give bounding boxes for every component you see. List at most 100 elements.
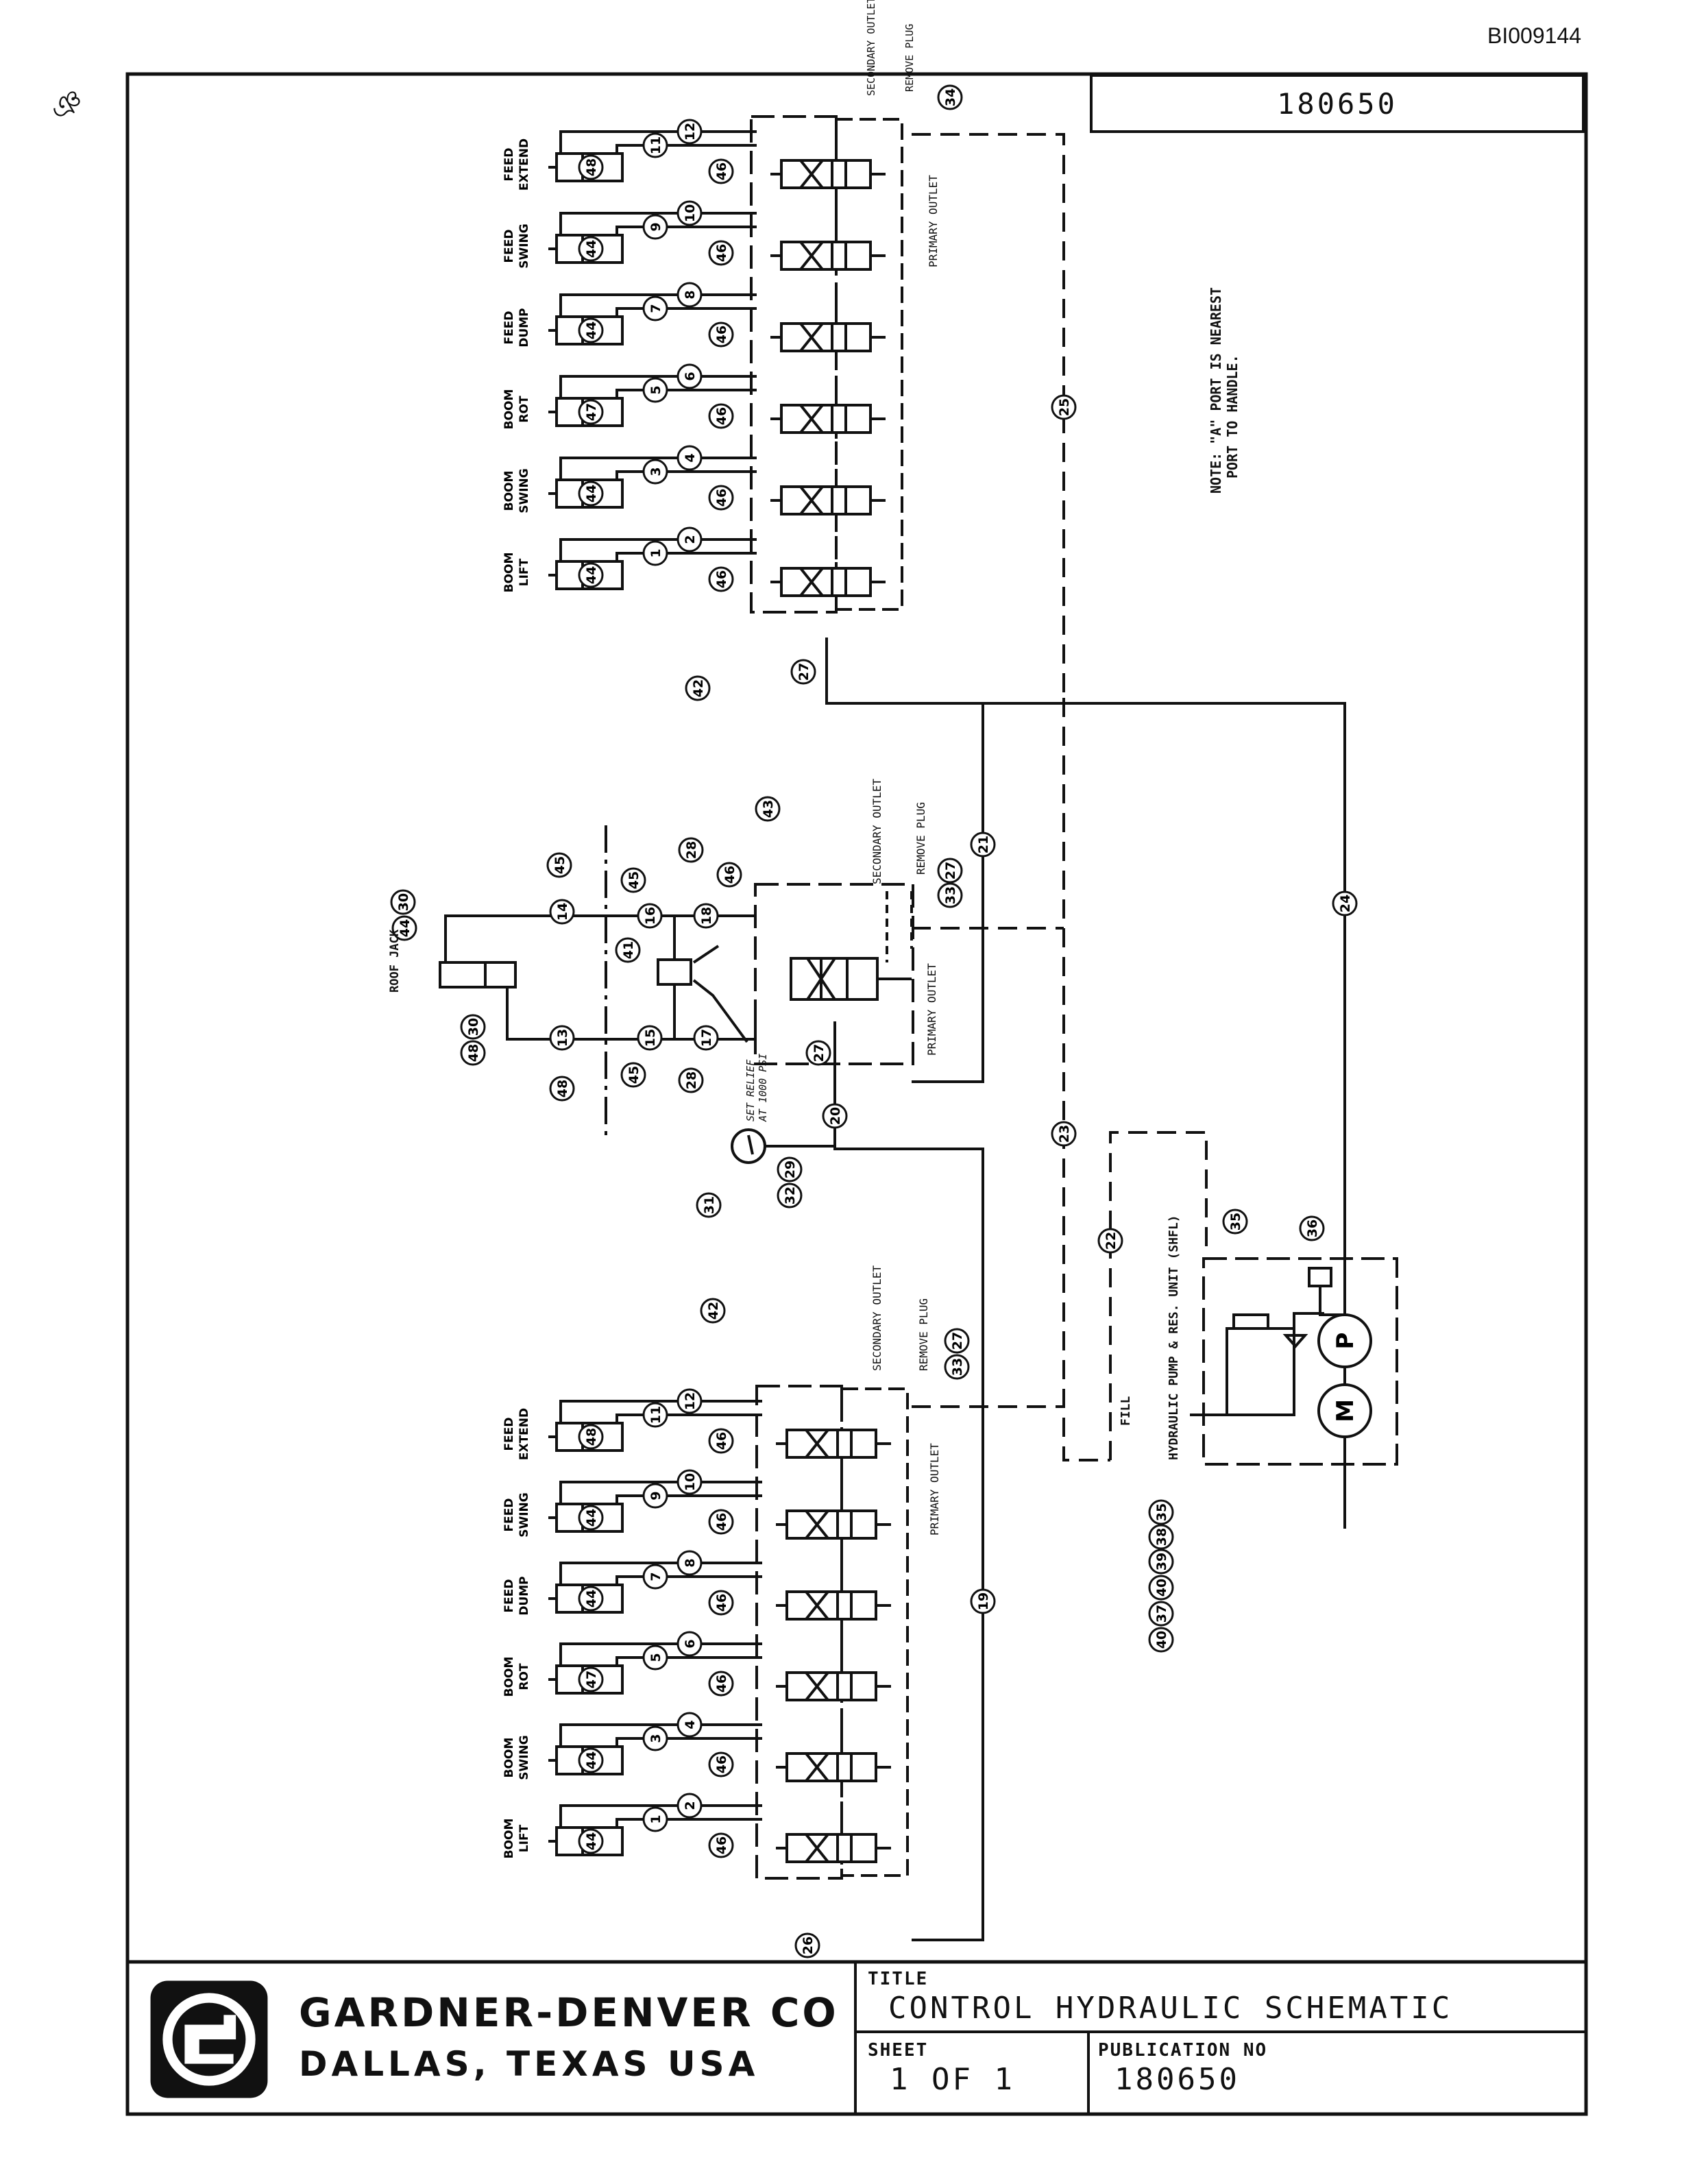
callout-circle <box>637 903 663 929</box>
callout-circle <box>1148 1499 1174 1525</box>
upper-cylinder-callout: 44 <box>578 481 604 507</box>
callout-circle <box>1148 1524 1174 1550</box>
fitting-callout: 35 <box>1148 1499 1174 1525</box>
callout-circle <box>677 282 703 308</box>
upper-line-b <box>615 389 757 398</box>
callout-number: 28 <box>684 841 699 859</box>
callout-number: 44 <box>584 240 599 258</box>
callout-number: 27 <box>950 1332 965 1350</box>
lower-valve-callout: 46 <box>708 1428 734 1454</box>
callout-circle <box>755 796 781 822</box>
callout-circle <box>1332 890 1358 917</box>
lower-valve-callout: 46 <box>708 1509 734 1535</box>
lower-line-b <box>615 1656 762 1666</box>
callout-number: 18 <box>699 907 714 925</box>
callout-number: 44 <box>584 1832 599 1850</box>
callout-number: 3 <box>648 467 663 476</box>
callout-number: 34 <box>943 88 958 106</box>
callout-circle <box>637 1025 663 1051</box>
tee-callout: 45 <box>620 1062 646 1088</box>
callout-number: 7 <box>648 304 663 313</box>
callout-number: 20 <box>828 1107 843 1125</box>
upper-line-b <box>615 552 757 561</box>
callout-circle <box>578 1505 604 1531</box>
upper-cylinder-callout: 44 <box>578 317 604 343</box>
callout-number: 44 <box>584 1751 599 1769</box>
lower-line-a-callout: 10 <box>677 1469 703 1495</box>
upper-cylinder-callout: 48 <box>578 154 604 180</box>
callout-number: 38 <box>1154 1528 1169 1546</box>
callout-circle <box>642 1806 668 1832</box>
fitting-callout: 40 <box>1148 1627 1174 1653</box>
middle-primary-outlet-label: PRIMARY OUTLET <box>925 963 938 1056</box>
callout-circle <box>642 459 668 485</box>
lower-valve-body <box>755 1385 843 1880</box>
middle-valve-callout: 33 <box>937 882 963 908</box>
callout-circle <box>708 566 734 592</box>
callout-number: 8 <box>683 290 698 299</box>
callout-number: 11 <box>648 1406 663 1424</box>
lower-line-a-callout: 12 <box>677 1388 703 1414</box>
lower-secondary-outlet-label: SECONDARY OUTLET <box>870 1265 883 1371</box>
callout-circle <box>1097 1228 1123 1254</box>
callout-circle <box>677 1793 703 1819</box>
upper-line-a-callout: 6 <box>677 363 703 389</box>
lower-line-b-callout: 7 <box>642 1564 668 1590</box>
callout-circle <box>708 1590 734 1616</box>
middle-valve-callout: 46 <box>716 862 742 888</box>
callout-circle <box>1148 1627 1174 1653</box>
callout-circle <box>805 1040 831 1066</box>
callout-number: 11 <box>648 136 663 154</box>
fitting-callout: 38 <box>1148 1524 1174 1550</box>
lower-spool <box>785 1590 877 1621</box>
callout-number: 7 <box>648 1572 663 1581</box>
callout-circle <box>578 399 604 425</box>
callout-number: 42 <box>706 1302 721 1320</box>
publication-number-box: 180650 <box>1090 74 1585 133</box>
callout-number: 15 <box>643 1029 658 1047</box>
callout-circle <box>700 1298 726 1324</box>
callout-number: 30 <box>396 893 411 911</box>
lower-cylinder-callout: 44 <box>578 1828 604 1854</box>
callout-number: 24 <box>1338 895 1353 912</box>
jack-line-b <box>506 988 757 1041</box>
callout-circle <box>642 214 668 240</box>
gauge-callout: 32 <box>777 1182 803 1209</box>
callout-circle <box>642 1483 668 1509</box>
lower-primary-outlet-label: PRIMARY OUTLET <box>928 1443 941 1536</box>
motor-label: M <box>1332 1399 1359 1422</box>
callout-number: 27 <box>796 663 812 681</box>
callout-circle <box>549 1025 575 1051</box>
lower-outlet-callout: 33 <box>944 1354 970 1380</box>
callout-number: 43 <box>761 800 776 818</box>
lower-function-label: LIFT <box>517 1824 531 1852</box>
callout-circle <box>391 915 417 941</box>
lower-cylinder-callout: 44 <box>578 1505 604 1531</box>
callout-number: 42 <box>691 679 706 697</box>
callout-number: 27 <box>812 1044 827 1062</box>
lower-line-a-callout: 6 <box>677 1631 703 1657</box>
callout-number: 23 <box>1057 1125 1072 1143</box>
relief-callout: 28 <box>678 1067 704 1093</box>
relief-callout: 28 <box>678 837 704 863</box>
sheet-value: 1 OF 1 <box>890 2062 1015 2097</box>
spool-cross <box>799 485 824 515</box>
drawing-border <box>125 72 1588 2116</box>
middle-line-callout: 13 <box>549 1025 575 1051</box>
company-name: GARDNER-DENVER CO <box>299 1989 839 2036</box>
lower-linework <box>548 1385 909 1880</box>
lower-valve-callout: 46 <box>708 1832 734 1858</box>
middle-valve-callout: 21 <box>970 832 996 858</box>
upper-valve-callout: 46 <box>708 566 734 592</box>
upper-valve-callout: 46 <box>708 158 734 184</box>
upper-line-a-callout: 8 <box>677 282 703 308</box>
line-25-callout: 25 <box>1051 394 1077 420</box>
gardner-denver-logo <box>150 1980 268 2098</box>
callout-circle <box>578 154 604 180</box>
callout-circle <box>677 1550 703 1576</box>
upper-line-b <box>615 144 757 154</box>
callout-number: 5 <box>648 1653 663 1662</box>
callout-number: 33 <box>950 1358 965 1376</box>
upper-spool <box>780 567 872 597</box>
callout-circle <box>642 1725 668 1751</box>
